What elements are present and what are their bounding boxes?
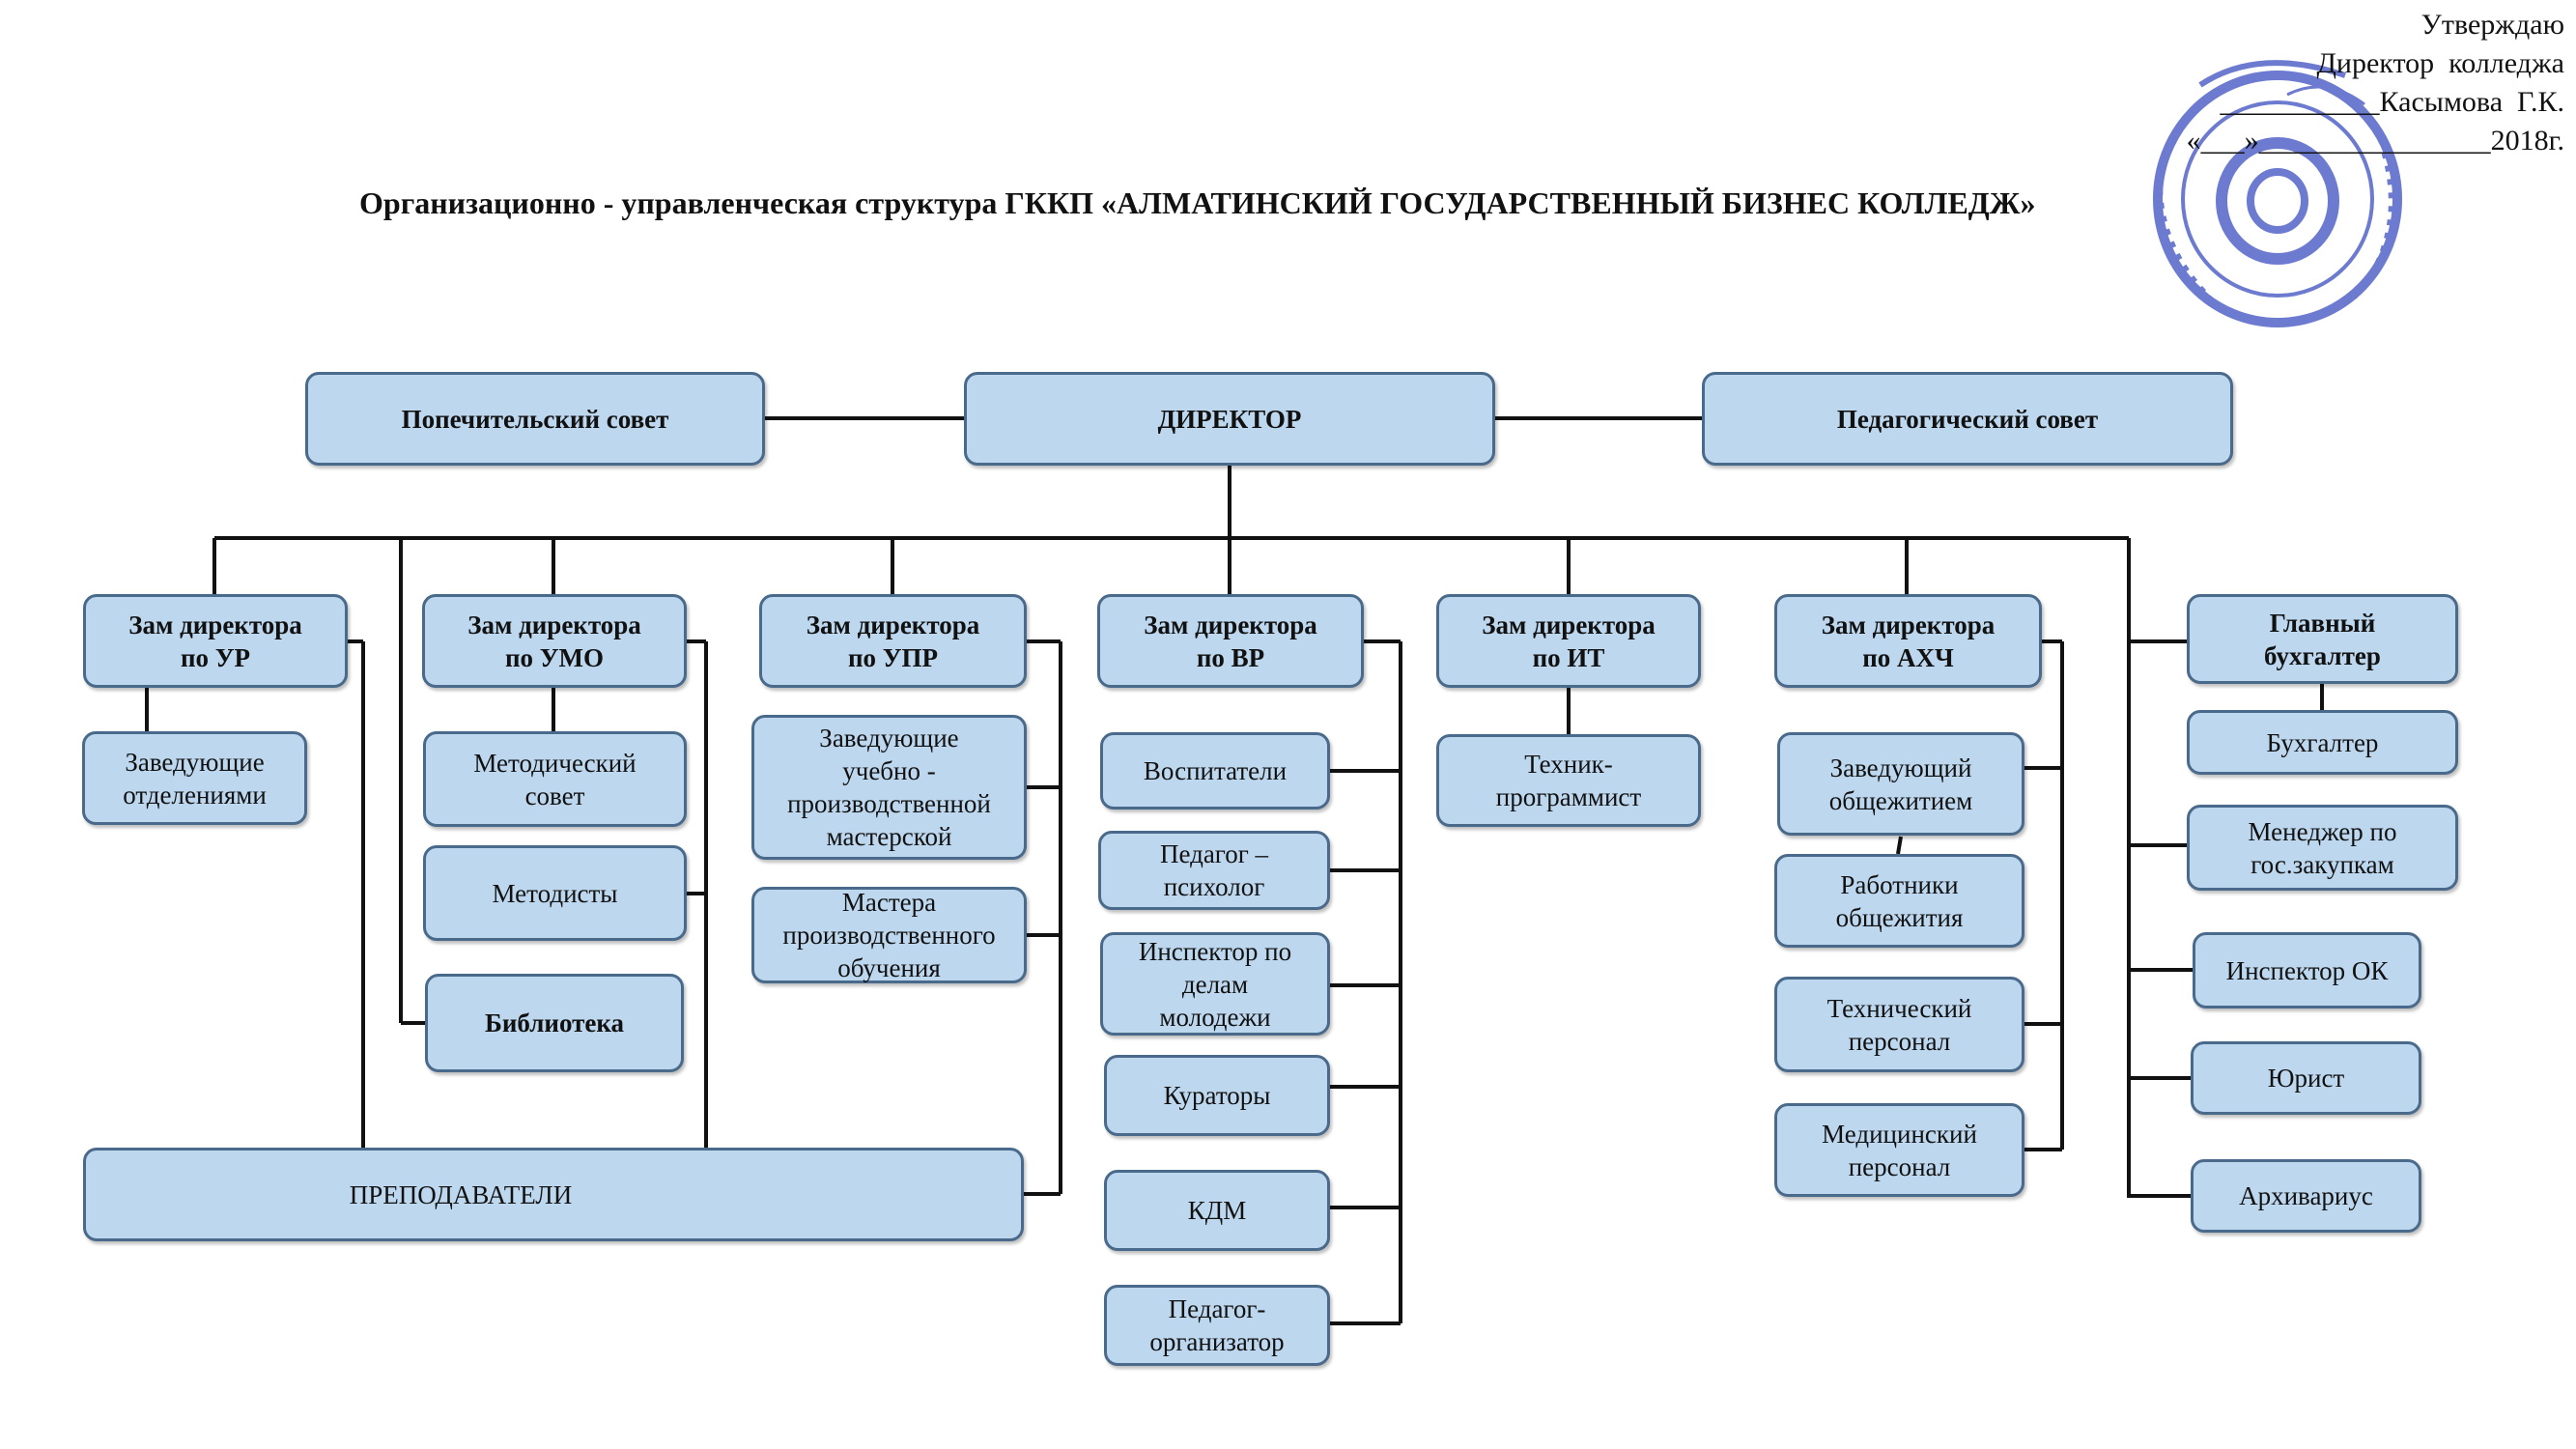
kdm-box: КДМ xyxy=(1104,1170,1330,1251)
archivist-box: Архивариус xyxy=(2191,1159,2421,1233)
medical-staff-box: Медицинский персонал xyxy=(1774,1103,2024,1197)
director-box: ДИРЕКТОР xyxy=(964,372,1495,466)
department-heads-box: Заведующие отделениями xyxy=(82,731,307,825)
lawyer-box: Юрист xyxy=(2191,1041,2421,1115)
approval-line-2: Директор колледжа xyxy=(2316,47,2564,79)
technical-staff-box: Технический персонал xyxy=(1774,977,2024,1072)
approval-line-1: Утверждаю xyxy=(2420,9,2564,41)
seal-stamp-icon xyxy=(2153,60,2402,327)
deputy-ur-box: Зам директора по УР xyxy=(83,594,348,688)
hr-inspector-box: Инспектор ОК xyxy=(2193,932,2421,1009)
deputy-vr-box: Зам директора по ВР xyxy=(1097,594,1364,688)
teachers-box: ПРЕПОДАВАТЕЛИ xyxy=(83,1148,1024,1241)
approval-line-4: «___»________________2018г. xyxy=(2186,125,2564,156)
chief-accountant-box: Главный бухгалтер xyxy=(2187,594,2458,684)
dormitory-workers-box: Работники общежития xyxy=(1774,854,2024,948)
deputy-ahch-box: Зам директора по АХЧ xyxy=(1774,594,2042,688)
approval-line-3: ___________Касымова Г.К. xyxy=(2220,86,2564,118)
workshop-heads-box: Заведующие учебно - производственной мас… xyxy=(751,715,1027,860)
technician-programmer-box: Техник- программист xyxy=(1436,734,1701,827)
methodists-box: Методисты xyxy=(423,845,687,941)
training-masters-box: Мастера производственного обучения xyxy=(751,887,1027,983)
accountant-box: Бухгалтер xyxy=(2187,710,2458,775)
procurement-manager-box: Менеджер по гос.закупкам xyxy=(2187,805,2458,891)
youth-inspector-box: Инспектор по делам молодежи xyxy=(1100,932,1330,1036)
deputy-umo-box: Зам директора по УМО xyxy=(422,594,687,688)
deputy-upr-box: Зам директора по УПР xyxy=(759,594,1027,688)
methodical-council-box: Методический совет xyxy=(423,731,687,827)
psychologist-box: Педагог – психолог xyxy=(1098,831,1330,910)
pedagogue-organizer-box: Педагог- организатор xyxy=(1104,1285,1330,1366)
trustees-council-box: Попечительский совет xyxy=(305,372,765,466)
dormitory-head-box: Заведующий общежитием xyxy=(1777,732,2024,836)
library-box: Библиотека xyxy=(425,974,684,1072)
deputy-it-box: Зам директора по ИТ xyxy=(1436,594,1701,688)
educators-box: Воспитатели xyxy=(1100,732,1330,810)
pedagogical-council-box: Педагогический совет xyxy=(1702,372,2233,466)
curators-box: Кураторы xyxy=(1104,1055,1330,1136)
page-title: Организационно - управленческая структур… xyxy=(359,185,2036,220)
